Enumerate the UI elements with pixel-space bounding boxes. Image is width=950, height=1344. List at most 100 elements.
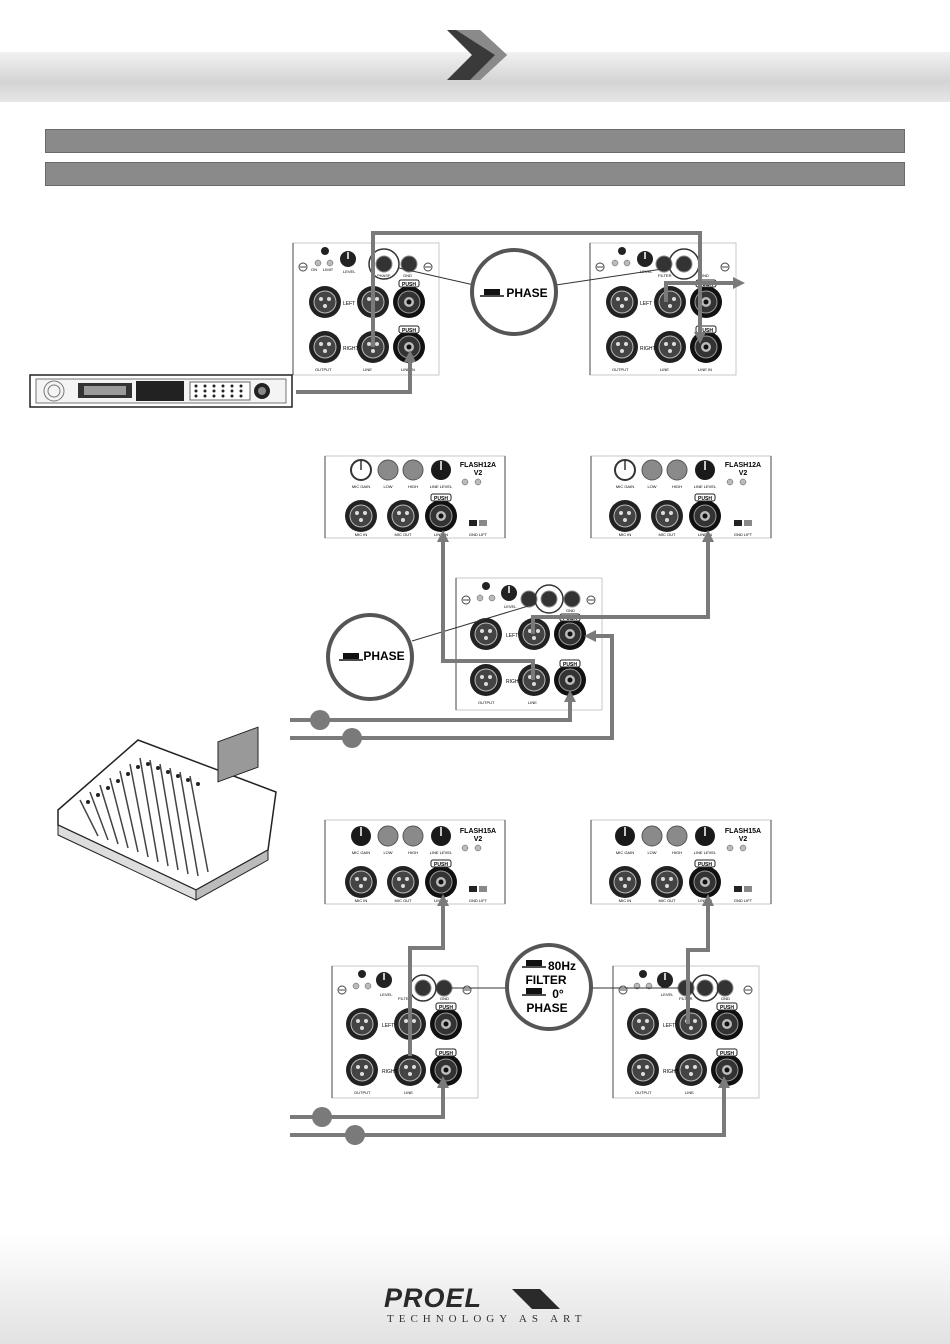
- svg-text:LEVEL: LEVEL: [661, 992, 674, 997]
- svg-text:OUTPUT: OUTPUT: [354, 1090, 371, 1095]
- svg-text:LEFT: LEFT: [382, 1023, 394, 1029]
- svg-text:PUSH: PUSH: [439, 1051, 453, 1057]
- svg-text:OUTPUT: OUTPUT: [478, 700, 495, 705]
- svg-text:LEFT: LEFT: [343, 301, 355, 307]
- svg-text:FILTER: FILTER: [525, 973, 566, 987]
- section-bar-1: [45, 129, 905, 153]
- svg-text:PUSH: PUSH: [698, 862, 712, 868]
- svg-text:PUSH: PUSH: [402, 328, 416, 334]
- svg-text:MIC GAIN: MIC GAIN: [616, 484, 634, 489]
- svg-text:LEVEL: LEVEL: [343, 269, 356, 274]
- sub-panel-1a: ON LIMIT LEVEL PHASE GND PUSH PUSH LEFT …: [292, 242, 440, 376]
- svg-text:PUSH: PUSH: [402, 282, 416, 288]
- svg-text:GND: GND: [403, 273, 412, 278]
- svg-text:RIGHT: RIGHT: [343, 346, 359, 352]
- svg-text:80Hz: 80Hz: [548, 959, 576, 973]
- svg-text:PUSH: PUSH: [698, 496, 712, 502]
- svg-text:MIC OUT: MIC OUT: [395, 532, 412, 537]
- svg-text:LEFT: LEFT: [640, 301, 652, 307]
- svg-text:PHASE: PHASE: [363, 649, 404, 663]
- svg-text:MIC GAIN: MIC GAIN: [352, 850, 370, 855]
- svg-text:RIGHT: RIGHT: [382, 1069, 398, 1075]
- brand-swoosh-icon: [512, 1289, 560, 1309]
- svg-text:V2: V2: [739, 836, 748, 843]
- svg-text:PHASE: PHASE: [526, 1001, 567, 1015]
- svg-text:MIC IN: MIC IN: [355, 532, 368, 537]
- svg-text:PUSH: PUSH: [720, 1051, 734, 1057]
- mixer-console: [57, 726, 277, 901]
- svg-text:LIMIT: LIMIT: [323, 267, 334, 272]
- svg-text:LINE IN: LINE IN: [698, 367, 712, 372]
- svg-text:LEFT: LEFT: [663, 1023, 675, 1029]
- svg-text:GND LIFT: GND LIFT: [734, 532, 753, 537]
- svg-text:PUSH: PUSH: [720, 1005, 734, 1011]
- svg-text:LINE LEVEL: LINE LEVEL: [430, 850, 453, 855]
- svg-text:PHASE: PHASE: [377, 273, 391, 278]
- svg-text:V2: V2: [474, 470, 483, 477]
- svg-text:MIC IN: MIC IN: [619, 898, 632, 903]
- svg-text:GND: GND: [700, 273, 709, 278]
- flash15a-panel-left: MIC GAIN LOW HIGH LINE LEVEL FLASH15A V2…: [324, 819, 506, 905]
- svg-text:LOW: LOW: [647, 484, 656, 489]
- svg-text:GND: GND: [566, 608, 575, 613]
- svg-text:MIC OUT: MIC OUT: [659, 532, 676, 537]
- svg-text:V2: V2: [739, 470, 748, 477]
- svg-text:LOW: LOW: [383, 850, 392, 855]
- brand-wordmark: PROEL: [384, 1283, 483, 1313]
- svg-text:PUSH: PUSH: [439, 1005, 453, 1011]
- svg-text:HIGH: HIGH: [408, 484, 418, 489]
- svg-text:0°: 0°: [552, 987, 564, 1001]
- svg-text:LINE: LINE: [404, 1090, 413, 1095]
- svg-text:LINE: LINE: [660, 367, 669, 372]
- phase-callout-1: PHASE: [470, 248, 558, 336]
- svg-text:HIGH: HIGH: [408, 850, 418, 855]
- svg-text:MIC IN: MIC IN: [619, 532, 632, 537]
- svg-text:GND: GND: [721, 996, 730, 1001]
- svg-text:ON: ON: [311, 267, 317, 272]
- flash12a-panel-right: MIC GAIN LOW HIGH LINE LEVEL FLASH12A V2…: [590, 455, 772, 539]
- header-chevron-icon: [447, 30, 507, 80]
- svg-text:FLASH15A: FLASH15A: [460, 828, 496, 835]
- svg-text:LINE IN: LINE IN: [698, 532, 712, 537]
- rack-processor: [29, 374, 293, 408]
- svg-text:MIC IN: MIC IN: [355, 898, 368, 903]
- svg-text:V2: V2: [474, 836, 483, 843]
- svg-text:MIC OUT: MIC OUT: [659, 898, 676, 903]
- flash15a-panel-right: MIC GAIN LOW HIGH LINE LEVEL FLASH15A V2…: [590, 819, 772, 905]
- svg-text:PUSH: PUSH: [434, 862, 448, 868]
- svg-text:RIGHT: RIGHT: [640, 346, 656, 352]
- svg-text:LEFT: LEFT: [506, 633, 518, 639]
- svg-text:PUSH: PUSH: [699, 328, 713, 334]
- svg-text:LINE: LINE: [685, 1090, 694, 1095]
- brand-tagline: TECHNOLOGY AS ART: [387, 1313, 587, 1325]
- svg-text:OUTPUT: OUTPUT: [612, 367, 629, 372]
- svg-text:FILTER: FILTER: [679, 996, 693, 1001]
- svg-text:RIGHT: RIGHT: [506, 679, 522, 685]
- connection-diagram: ON LIMIT LEVEL PHASE GND PUSH PUSH LEFT …: [29, 231, 772, 1145]
- svg-text:MIC OUT: MIC OUT: [395, 898, 412, 903]
- flash12a-panel-left: MIC GAIN LOW HIGH LINE LEVEL FLASH12A V2…: [324, 455, 506, 539]
- svg-text:LOW: LOW: [383, 484, 392, 489]
- svg-text:PUSH: PUSH: [563, 662, 577, 668]
- svg-text:GND: GND: [440, 996, 449, 1001]
- svg-text:FLASH12A: FLASH12A: [725, 462, 761, 469]
- svg-text:GND LIFT: GND LIFT: [469, 532, 488, 537]
- svg-text:LEVEL: LEVEL: [504, 604, 517, 609]
- sub-panel-3a: LEVEL FILTER GND PUSH PUSH LEFT RIGHT OU…: [331, 965, 479, 1099]
- svg-text:HIGH: HIGH: [672, 850, 682, 855]
- sub-panel-1b: LEVEL FILTER GND PUSH PUSH LEFT RIGHT OU…: [589, 242, 737, 376]
- svg-text:LINE LEVEL: LINE LEVEL: [694, 484, 717, 489]
- svg-text:LINE: LINE: [363, 367, 372, 372]
- svg-text:MIC GAIN: MIC GAIN: [616, 850, 634, 855]
- svg-text:FLASH12A: FLASH12A: [460, 462, 496, 469]
- svg-text:FILTER: FILTER: [398, 996, 412, 1001]
- svg-text:LINE: LINE: [528, 700, 537, 705]
- svg-text:RIGHT: RIGHT: [663, 1069, 679, 1075]
- svg-text:MIC GAIN: MIC GAIN: [352, 484, 370, 489]
- footer-band: [0, 1232, 950, 1344]
- section-bar-2: [45, 162, 905, 186]
- svg-text:FILTER: FILTER: [658, 273, 672, 278]
- proel-logo: PROEL TECHNOLOGY AS ART: [384, 1283, 581, 1331]
- svg-text:LINE LEVEL: LINE LEVEL: [694, 850, 717, 855]
- svg-text:FLASH15A: FLASH15A: [725, 828, 761, 835]
